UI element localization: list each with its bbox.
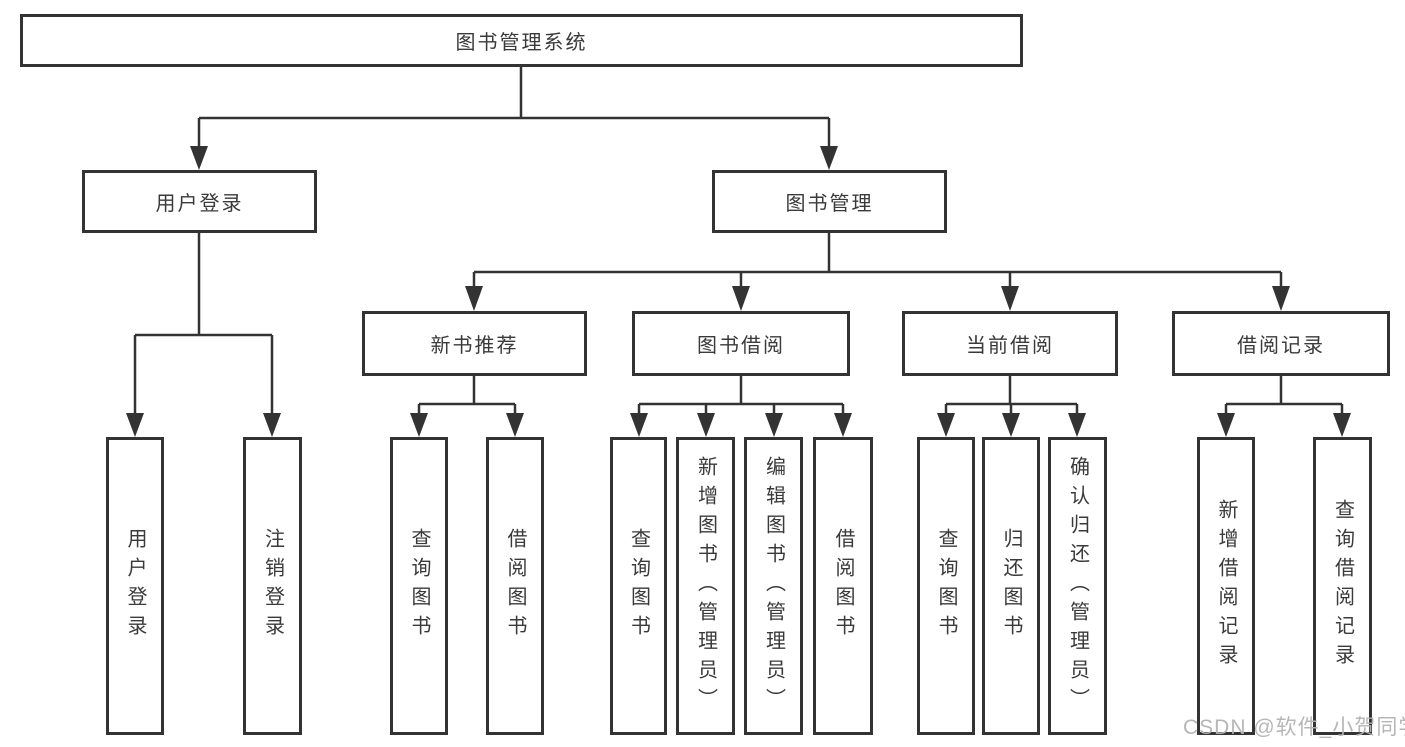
leaf-add-book-admin-label: 新增图书（管理员） (694, 455, 717, 717)
leaf-query-books-recommend: 查询图书 (390, 437, 448, 735)
leaf-query-books-borrow-label: 查询图书 (627, 528, 650, 644)
leaf-add-borrow-record: 新增借阅记录 (1197, 437, 1255, 735)
leaf-query-books-recommend-label: 查询图书 (408, 528, 430, 644)
leaf-query-books-current: 查询图书 (917, 437, 975, 735)
node-borrow-records: 借阅记录 (1172, 311, 1390, 376)
node-new-book-recommend-label: 新书推荐 (430, 335, 519, 357)
node-user-login-branch-label: 用户登录 (155, 193, 244, 215)
arrowheads (126, 146, 1351, 437)
leaf-borrow-books-borrow: 借阅图书 (813, 437, 873, 735)
leaf-return-book: 归还图书 (982, 437, 1040, 735)
leaf-borrow-books-recommend: 借阅图书 (486, 437, 544, 735)
leaf-return-book-label: 归还图书 (1000, 528, 1022, 644)
watermark: CSDN @软件_小贺同学 (1183, 716, 1405, 739)
leaf-query-borrow-record: 查询借阅记录 (1313, 437, 1372, 735)
node-book-borrow: 图书借阅 (632, 311, 850, 376)
leaf-query-borrow-record-label: 查询借阅记录 (1331, 499, 1354, 673)
leaf-user-login: 用户登录 (106, 437, 164, 735)
leaf-borrow-books-borrow-label: 借阅图书 (832, 528, 854, 644)
leaf-add-book-admin: 新增图书（管理员） (676, 437, 735, 735)
node-borrow-records-label: 借阅记录 (1237, 335, 1325, 357)
leaf-confirm-return-admin: 确认归还（管理员） (1048, 437, 1107, 735)
leaf-borrow-books-recommend-label: 借阅图书 (504, 528, 526, 644)
leaf-edit-book-admin: 编辑图书（管理员） (744, 437, 803, 735)
node-current-borrow: 当前借阅 (902, 311, 1118, 376)
leaf-add-borrow-record-label: 新增借阅记录 (1215, 499, 1237, 673)
leaf-logout: 注销登录 (243, 437, 302, 735)
leaf-edit-book-admin-label: 编辑图书（管理员） (762, 455, 785, 717)
leaf-query-books-borrow: 查询图书 (610, 437, 667, 735)
leaf-confirm-return-admin-label: 确认归还（管理员） (1066, 455, 1089, 717)
node-new-book-recommend: 新书推荐 (362, 311, 587, 376)
node-root-label: 图书管理系统 (455, 32, 588, 54)
node-book-management: 图书管理 (712, 170, 947, 233)
leaf-query-books-current-label: 查询图书 (935, 528, 957, 644)
node-user-login-branch: 用户登录 (82, 170, 317, 233)
node-book-management-label: 图书管理 (785, 193, 874, 215)
leaf-logout-label: 注销登录 (261, 528, 284, 644)
node-root: 图书管理系统 (20, 14, 1023, 67)
node-current-borrow-label: 当前借阅 (966, 335, 1054, 357)
node-book-borrow-label: 图书借阅 (697, 335, 785, 357)
leaf-user-login-label: 用户登录 (124, 528, 146, 644)
